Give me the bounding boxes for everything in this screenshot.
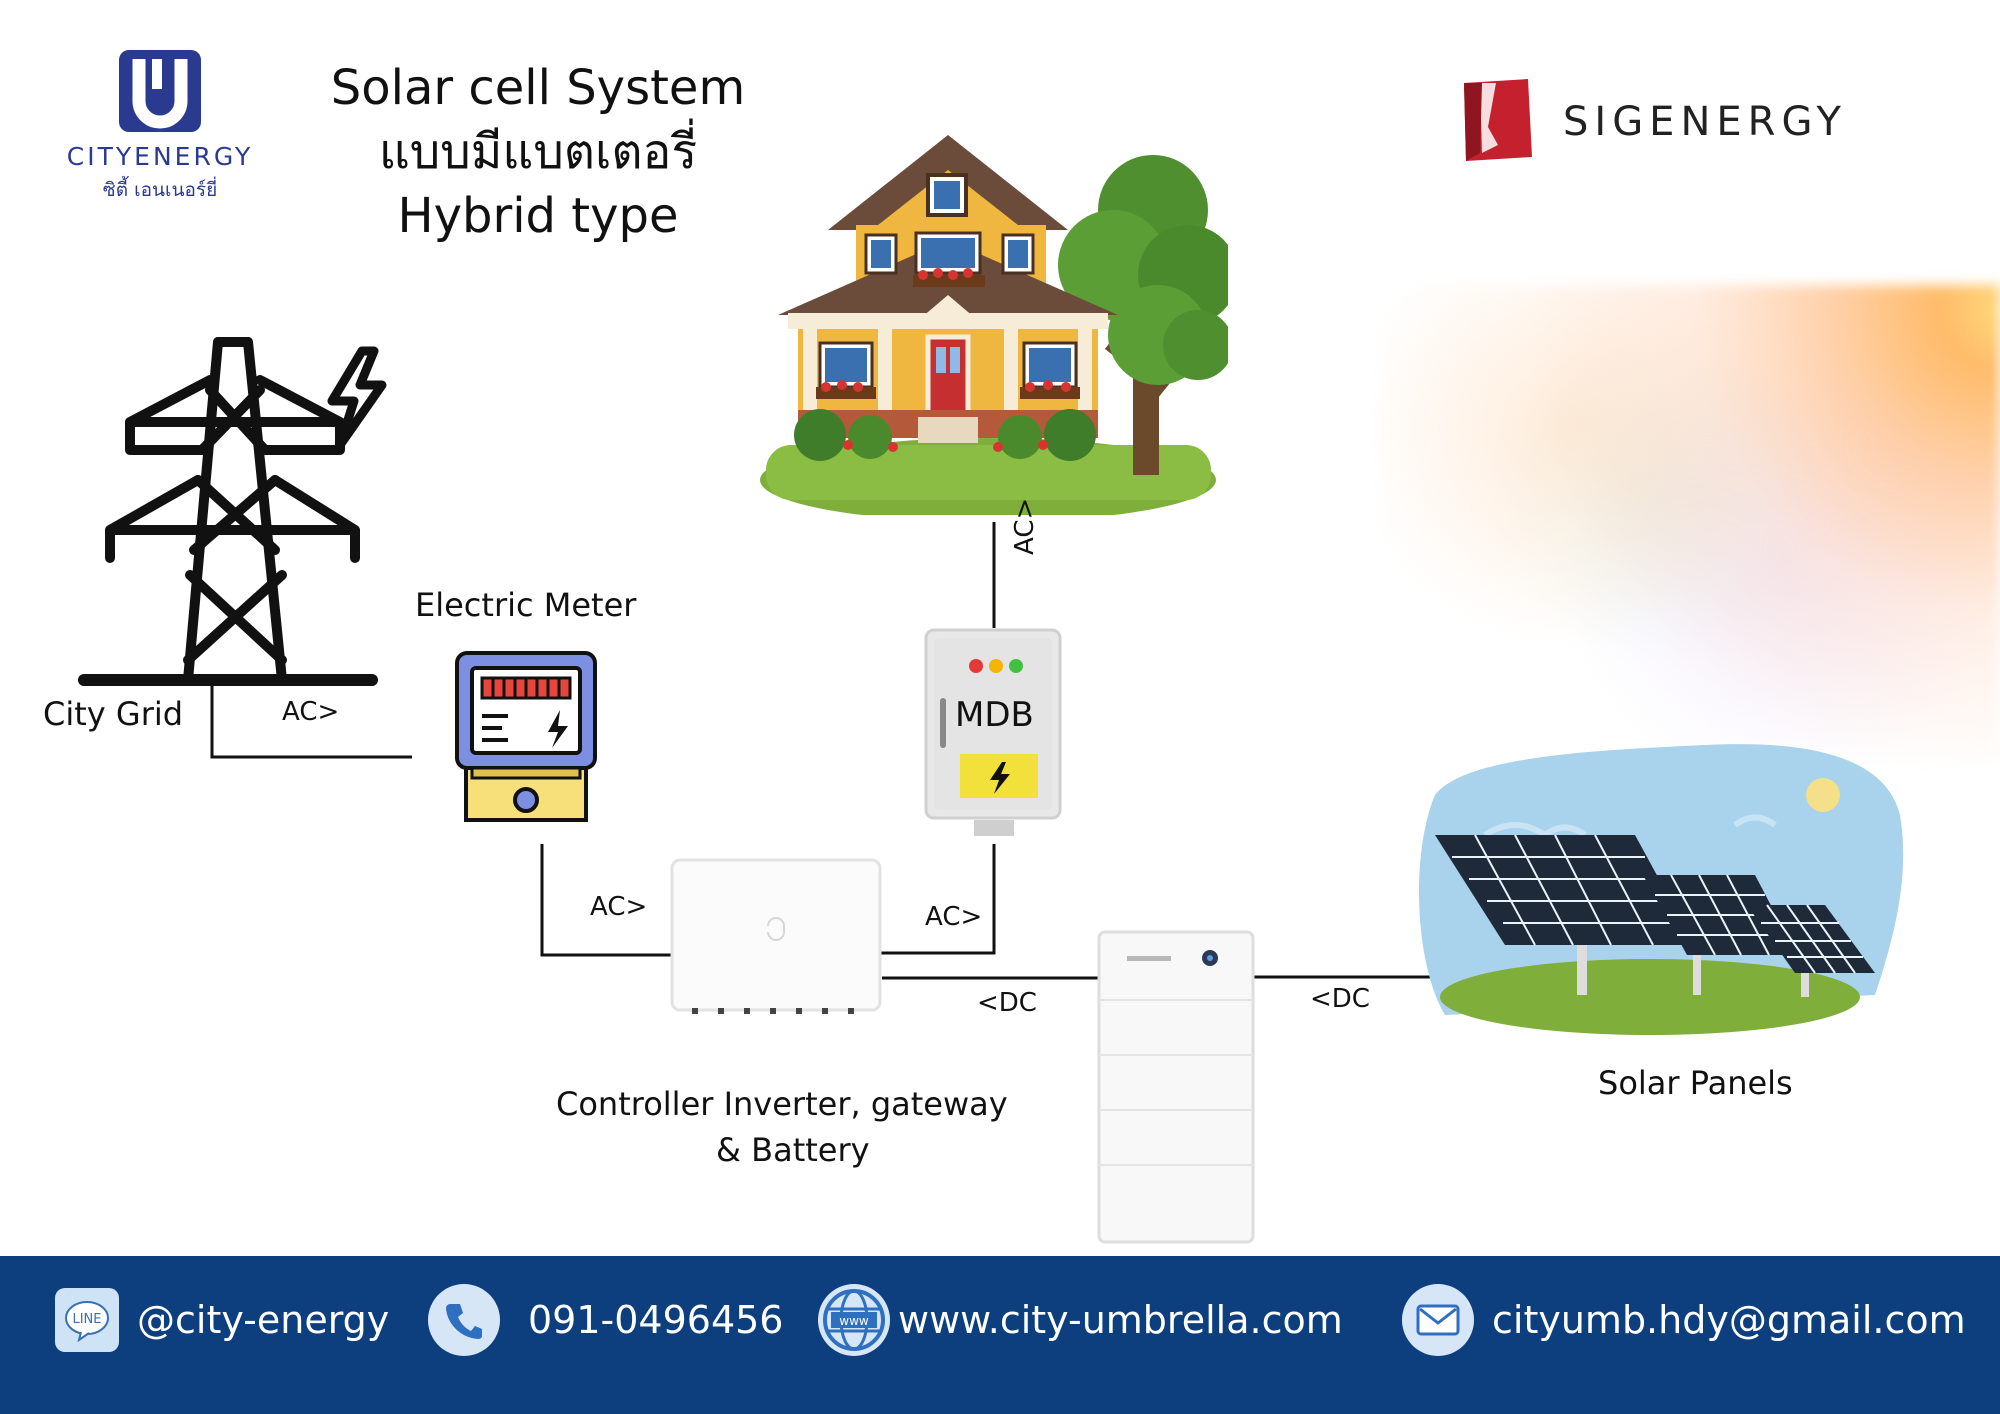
email-address-text[interactable]: cityumb.hdy@gmail.com [1492,1298,1966,1342]
flow-meter-to-inverter: AC> [590,892,648,922]
solar-panels-illustration [1418,744,1904,1035]
controller-label-line1: Controller Inverter, gateway [556,1085,1008,1123]
mdb-label: MDB [955,695,1034,735]
flow-inverter-to-mdb: AC> [925,902,983,932]
sigenergy-logo: SIGENERGY [1458,75,1908,165]
title-line-2: แบบมีแบตเตอรี่ [378,124,698,180]
cityenergy-wordmark: CITYENERGY [66,142,254,171]
wire-meter-inverter [540,844,672,957]
electric-meter-label: Electric Meter [415,586,637,624]
cityenergy-logo: CITYENERGY ซิตี้ เอนเนอร์ยี่ [55,45,265,205]
title-line-1: Solar cell System [330,60,746,116]
sigenergy-wordmark: SIGENERGY [1563,99,1847,145]
wire-inverter-mdb [880,844,996,955]
electric-meter-icon [455,651,597,822]
contact-footer [0,1256,2000,1414]
house-illustration [760,135,1228,515]
contact-line[interactable]: LINE @city-energy [55,1284,389,1356]
sigenergy-logo-mark [1464,79,1532,161]
flow-mdb-to-house: AC> [1010,497,1040,555]
contact-website[interactable]: www www.city-umbrella.com [818,1284,1343,1356]
cityenergy-subtitle-part2: เอนเนอร์ยี่ [134,179,218,201]
wire-grid-meter [210,686,412,759]
wiring [210,522,1430,980]
controller-label-line2: & Battery [716,1131,870,1169]
envelope-icon [1402,1284,1474,1356]
contact-email[interactable]: cityumb.hdy@gmail.com [1402,1284,1966,1356]
cityenergy-subtitle-part1: ซิตี้ [102,179,129,201]
line-id-text[interactable]: @city-energy [137,1298,390,1342]
svg-text:www: www [839,1314,869,1328]
website-url-text[interactable]: www.city-umbrella.com [898,1298,1343,1342]
flow-panels-to-battery: <DC [1310,984,1370,1014]
solar-panels-label: Solar Panels [1598,1064,1793,1102]
contact-phone[interactable]: 091-0496456 [428,1284,783,1356]
cityenergy-logo-mark [119,50,201,132]
battery-stack-icon [1097,930,1255,1244]
lightning-bolt-icon [327,346,387,450]
inverter-unit-icon [670,858,882,1014]
globe-icon: www [818,1284,890,1356]
title-line-3: Hybrid type [397,188,679,244]
city-grid-label: City Grid [43,695,184,733]
sun-glow [1380,285,2000,760]
line-app-icon: LINE [55,1288,119,1352]
mdb-cabinet-icon [924,628,1062,836]
phone-number-text[interactable]: 091-0496456 [528,1298,784,1342]
flow-grid-to-meter: AC> [282,697,340,727]
phone-icon [428,1284,500,1356]
svg-text:LINE: LINE [72,1312,101,1327]
flow-battery-to-inverter: <DC [977,988,1037,1018]
